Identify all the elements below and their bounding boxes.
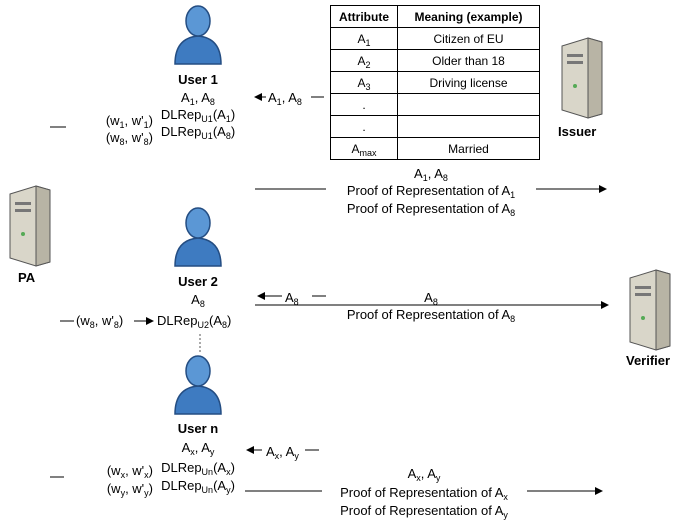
table-cell-meaning: Driving license (397, 71, 540, 94)
user-n-label: User n (177, 421, 219, 436)
issuer-to-user1-label: A1, A8 (268, 90, 302, 107)
pa-input-u2: (w8, w'8) (76, 313, 124, 330)
table-row: . (330, 115, 540, 138)
pa-input-u1-1: (w1, w'1) (105, 113, 153, 130)
table-cell-attr: A3 (330, 71, 398, 94)
user1-label: User 1 (178, 72, 218, 87)
user2-dlrep: DLRepU2(A8) (157, 313, 232, 330)
user-n-dlrep-1: DLRepUn(Ax) (161, 460, 235, 477)
pa-input-un-2: (wy, w'y) (106, 481, 153, 498)
user1-icon (174, 5, 222, 65)
table-row: . (330, 93, 540, 116)
user-n-icon (174, 355, 222, 415)
user2-label: User 2 (178, 274, 218, 289)
table-cell-attr: Amax (330, 137, 398, 160)
proof2-line1: Proof of Representation of A8 (346, 307, 516, 324)
table-row: A3 Driving license (330, 71, 540, 94)
table-cell-attr: A2 (330, 49, 398, 72)
proof1-line1: Proof of Representation of A1 (346, 183, 516, 200)
table-header-attribute: Attribute (330, 5, 398, 28)
verifier-label: Verifier (626, 353, 671, 368)
table-cell-attr: A1 (330, 27, 398, 50)
table-cell-attr: . (330, 115, 398, 138)
table-cell-attr: . (330, 93, 398, 116)
user2-attributes: A8 (191, 292, 205, 309)
pa-server-icon (9, 185, 51, 267)
user-n-dlrep-2: DLRepUn(Ay) (161, 478, 235, 495)
proof2-header: A8 (424, 290, 438, 307)
user2-arrow-label: A8 (285, 290, 299, 307)
proof1-header: A1, A8 (414, 166, 448, 183)
proof3-line1: Proof of Representation of Ax (340, 485, 508, 502)
attribute-table: Attribute Meaning (example) A1 Citizen o… (330, 5, 540, 160)
table-row: A2 Older than 18 (330, 49, 540, 72)
user-n-attributes: Ax, Ay (181, 440, 215, 457)
table-header-meaning: Meaning (example) (397, 5, 540, 28)
user2-icon (174, 207, 222, 267)
table-cell-meaning: Married (397, 137, 540, 160)
table-cell-meaning: Citizen of EU (397, 27, 540, 50)
pa-label: PA (18, 270, 36, 285)
proof1-line2: Proof of Representation of A8 (346, 201, 516, 218)
pa-input-u1-2: (w8, w'8) (105, 130, 153, 147)
user-n-arrow-label: Ax, Ay (266, 444, 299, 461)
table-row: Amax Married (330, 137, 540, 160)
table-cell-meaning (397, 115, 540, 138)
proof3-line2: Proof of Representation of Ay (340, 503, 508, 520)
table-cell-meaning: Older than 18 (397, 49, 540, 72)
issuer-server-icon (561, 37, 603, 119)
issuer-label: Issuer (558, 124, 597, 139)
table-row: A1 Citizen of EU (330, 27, 540, 50)
table-header-row: Attribute Meaning (example) (330, 5, 540, 28)
proof3-header: Ax, Ay (407, 466, 441, 483)
table-cell-meaning (397, 93, 540, 116)
user1-attributes: A1, A8 (181, 90, 215, 107)
user1-dlrep-2: DLRepU1(A8) (160, 124, 236, 141)
user1-dlrep-1: DLRepU1(A1) (160, 107, 236, 124)
pa-input-un-1: (wx, w'x) (106, 463, 153, 480)
verifier-server-icon (629, 269, 671, 351)
